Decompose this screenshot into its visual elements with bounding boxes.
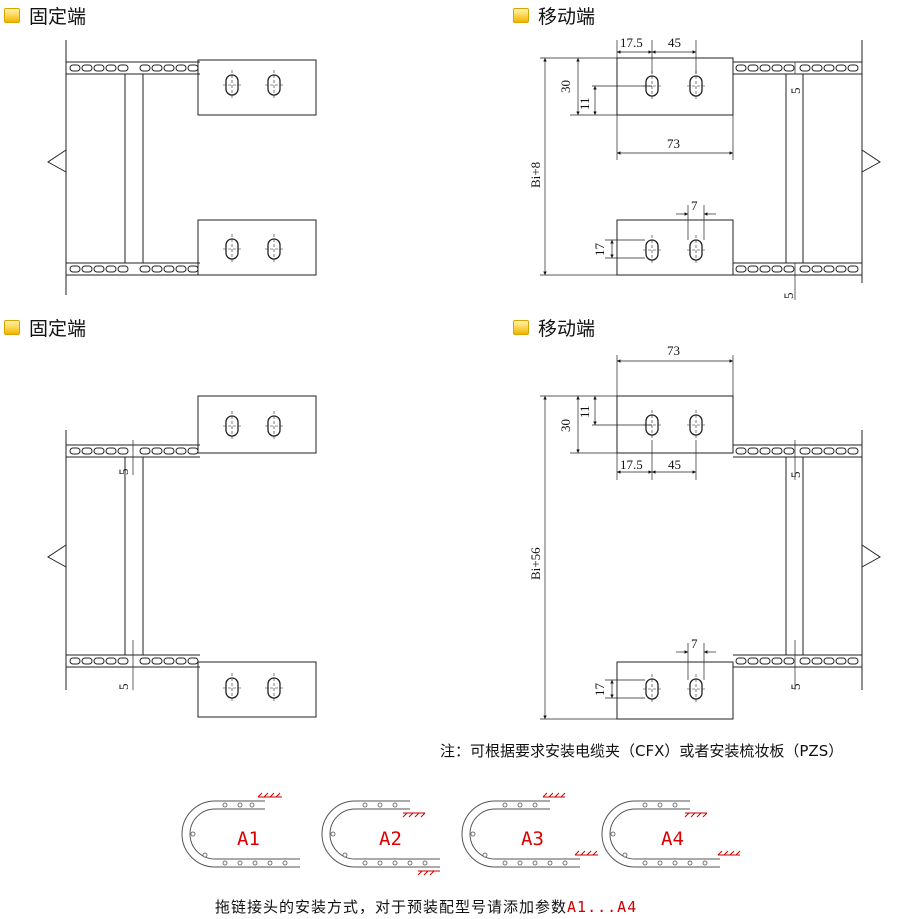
drawing-fixed-bottom <box>47 395 317 718</box>
dim-5-top: 5 <box>116 469 131 476</box>
install-label-a3: A3 <box>521 828 544 850</box>
panel-title-moving-bottom: 移动端 <box>513 314 595 341</box>
dim-5-top: 5 <box>788 472 803 479</box>
panel-title-fixed-bottom: 固定端 <box>4 314 86 341</box>
dim-11: 11 <box>577 97 592 110</box>
dim-11: 11 <box>577 405 592 418</box>
dim-17-5: 17.5 <box>620 457 643 472</box>
drawing-moving-top <box>540 40 881 300</box>
install-a1-diagram <box>181 792 300 868</box>
dim-5-top: 5 <box>788 88 803 95</box>
install-a3-diagram <box>461 792 598 868</box>
install-a2-diagram <box>321 800 440 876</box>
install-icons <box>181 792 741 876</box>
bullet-icon <box>513 320 529 335</box>
panel-title-fixed-top: 固定端 <box>4 2 86 29</box>
bullet-icon <box>4 8 20 23</box>
dim-7: 7 <box>691 198 698 213</box>
dim-45: 45 <box>668 457 681 472</box>
dim-45: 45 <box>668 35 681 50</box>
dim-7: 7 <box>691 636 698 651</box>
install-a4-diagram <box>601 800 741 868</box>
dim-30: 30 <box>558 419 573 432</box>
installation-note: 注：可根据要求安装电缆夹（CFX）或者安装梳妆板（PZS） <box>440 742 844 760</box>
dim-bi-56: Bi+56 <box>528 547 543 580</box>
install-label-a1: A1 <box>237 828 260 850</box>
drawing-fixed-top <box>47 40 317 295</box>
dim-bi-8: Bi+8 <box>528 162 543 188</box>
dim-73: 73 <box>667 343 680 358</box>
dim-5-bottom: 5 <box>781 293 796 300</box>
install-caption: 拖链接头的安装方式，对于预装配型号请添加参数A1...A4 <box>215 898 638 916</box>
dim-17: 17 <box>592 243 607 257</box>
dim-17-5: 17.5 <box>620 35 643 50</box>
chain-pins <box>190 802 708 866</box>
dim-5-bottom: 5 <box>788 684 803 691</box>
bullet-icon <box>513 8 529 23</box>
dim-30: 30 <box>558 80 573 93</box>
install-label-a4: A4 <box>661 828 684 850</box>
dim-73: 73 <box>667 136 680 151</box>
dim-5-bottom: 5 <box>116 684 131 691</box>
drawing-moving-bottom <box>540 355 881 720</box>
install-label-a2: A2 <box>379 828 402 850</box>
bullet-icon <box>4 320 20 335</box>
dim-17: 17 <box>592 683 607 697</box>
panel-title-moving-top: 移动端 <box>513 2 595 29</box>
